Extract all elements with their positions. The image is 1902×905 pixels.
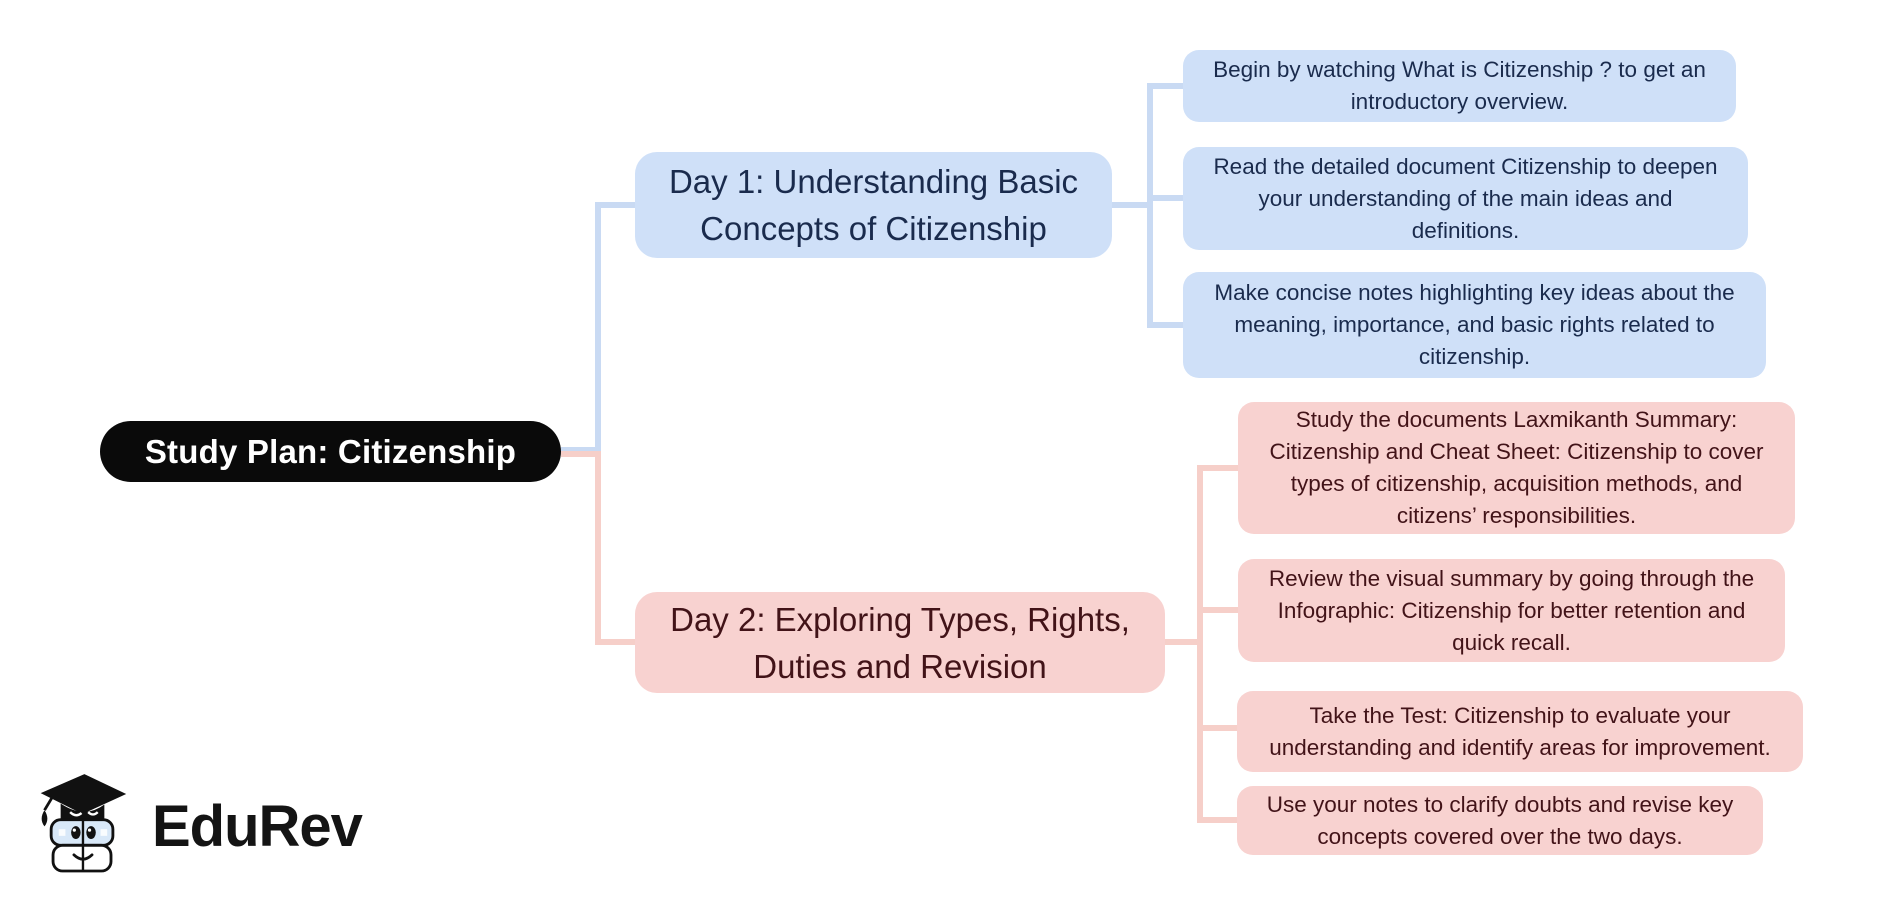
connector-day2-trunk-vertical [1197, 465, 1203, 823]
day1-task-read-document: Read the detailed document Citizenship t… [1183, 147, 1748, 250]
edurev-brand-text: EduRev [152, 793, 363, 859]
day2-task-study-documents: Study the documents Laxmikanth Summary: … [1238, 402, 1795, 534]
root-node-study-plan: Study Plan: Citizenship [100, 421, 561, 482]
connector-root-day2-horizontal [595, 639, 635, 645]
connector-day1-trunk-vertical [1147, 83, 1153, 328]
connector-root-day1-stub [561, 447, 601, 453]
connector-day2-child2-stub [1197, 607, 1238, 613]
connector-day2-trunk-stub [1165, 639, 1203, 645]
connector-day1-child1-stub [1147, 83, 1183, 89]
connector-day1-child3-stub [1147, 322, 1183, 328]
connector-root-day1-horizontal [595, 202, 635, 208]
day2-task-review-infographic: Review the visual summary by going throu… [1238, 559, 1785, 662]
connector-root-day2-vertical [595, 451, 601, 645]
edurev-mascot-icon [35, 772, 130, 880]
connector-day2-child4-stub [1197, 817, 1237, 823]
day1-task-watch-video: Begin by watching What is Citizenship ? … [1183, 50, 1736, 122]
day1-task-make-notes: Make concise notes highlighting key idea… [1183, 272, 1766, 378]
connector-day1-child2-stub [1147, 195, 1183, 201]
connector-root-day1-vertical [595, 202, 601, 455]
day2-task-take-test: Take the Test: Citizenship to evaluate y… [1237, 691, 1803, 772]
day2-task-revise-notes: Use your notes to clarify doubts and rev… [1237, 786, 1763, 855]
connector-day2-child3-stub [1197, 725, 1237, 731]
edurev-logo: EduRev [35, 772, 363, 880]
connector-day2-child1-stub [1197, 465, 1238, 471]
connector-day1-trunk-stub [1110, 202, 1153, 208]
connector-root-day2-stub [561, 451, 601, 457]
branch-node-day1: Day 1: Understanding Basic Concepts of C… [635, 152, 1112, 258]
branch-node-day2: Day 2: Exploring Types, Rights, Duties a… [635, 592, 1165, 693]
